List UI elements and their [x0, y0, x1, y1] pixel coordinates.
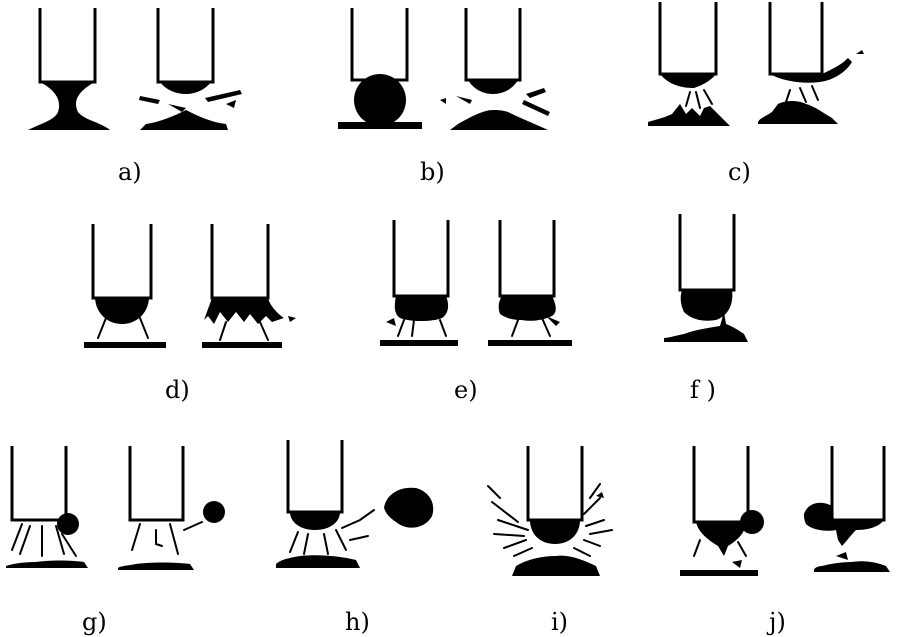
panel-j — [680, 446, 890, 576]
label-h: h) — [345, 608, 370, 636]
panel-c-stage-2 — [758, 2, 864, 124]
panel-a-stage-2 — [139, 8, 242, 130]
panel-h — [276, 440, 434, 568]
panel-d — [84, 224, 296, 348]
label-f: f ) — [690, 376, 716, 404]
panel-b-stage-1 — [338, 8, 422, 129]
panel-c — [648, 2, 864, 126]
panel-g-stage-2 — [118, 446, 225, 570]
panel-i — [487, 446, 613, 576]
panel-j-stage-1 — [680, 446, 764, 576]
panel-c-stage-1 — [648, 2, 730, 126]
label-i: i) — [551, 608, 568, 636]
label-b: b) — [420, 158, 445, 186]
label-a: a) — [118, 158, 142, 186]
panel-d-stage-2 — [202, 224, 296, 348]
panel-d-stage-1 — [84, 224, 166, 348]
panel-e — [380, 220, 572, 346]
panel-f — [664, 214, 748, 342]
panel-g — [6, 446, 225, 570]
label-d: d) — [165, 376, 190, 404]
label-e: e) — [454, 376, 478, 404]
label-c: c) — [728, 158, 751, 186]
label-g: g) — [82, 608, 107, 636]
panel-a-stage-1 — [28, 8, 110, 130]
panel-b — [338, 8, 550, 130]
panel-a — [28, 8, 242, 130]
panel-e-stage-2 — [488, 220, 572, 346]
panel-j-stage-2 — [804, 446, 890, 572]
panel-b-stage-2 — [440, 8, 550, 130]
panel-e-stage-1 — [380, 220, 458, 346]
panel-g-stage-1 — [6, 446, 88, 568]
label-j: j) — [766, 608, 786, 636]
